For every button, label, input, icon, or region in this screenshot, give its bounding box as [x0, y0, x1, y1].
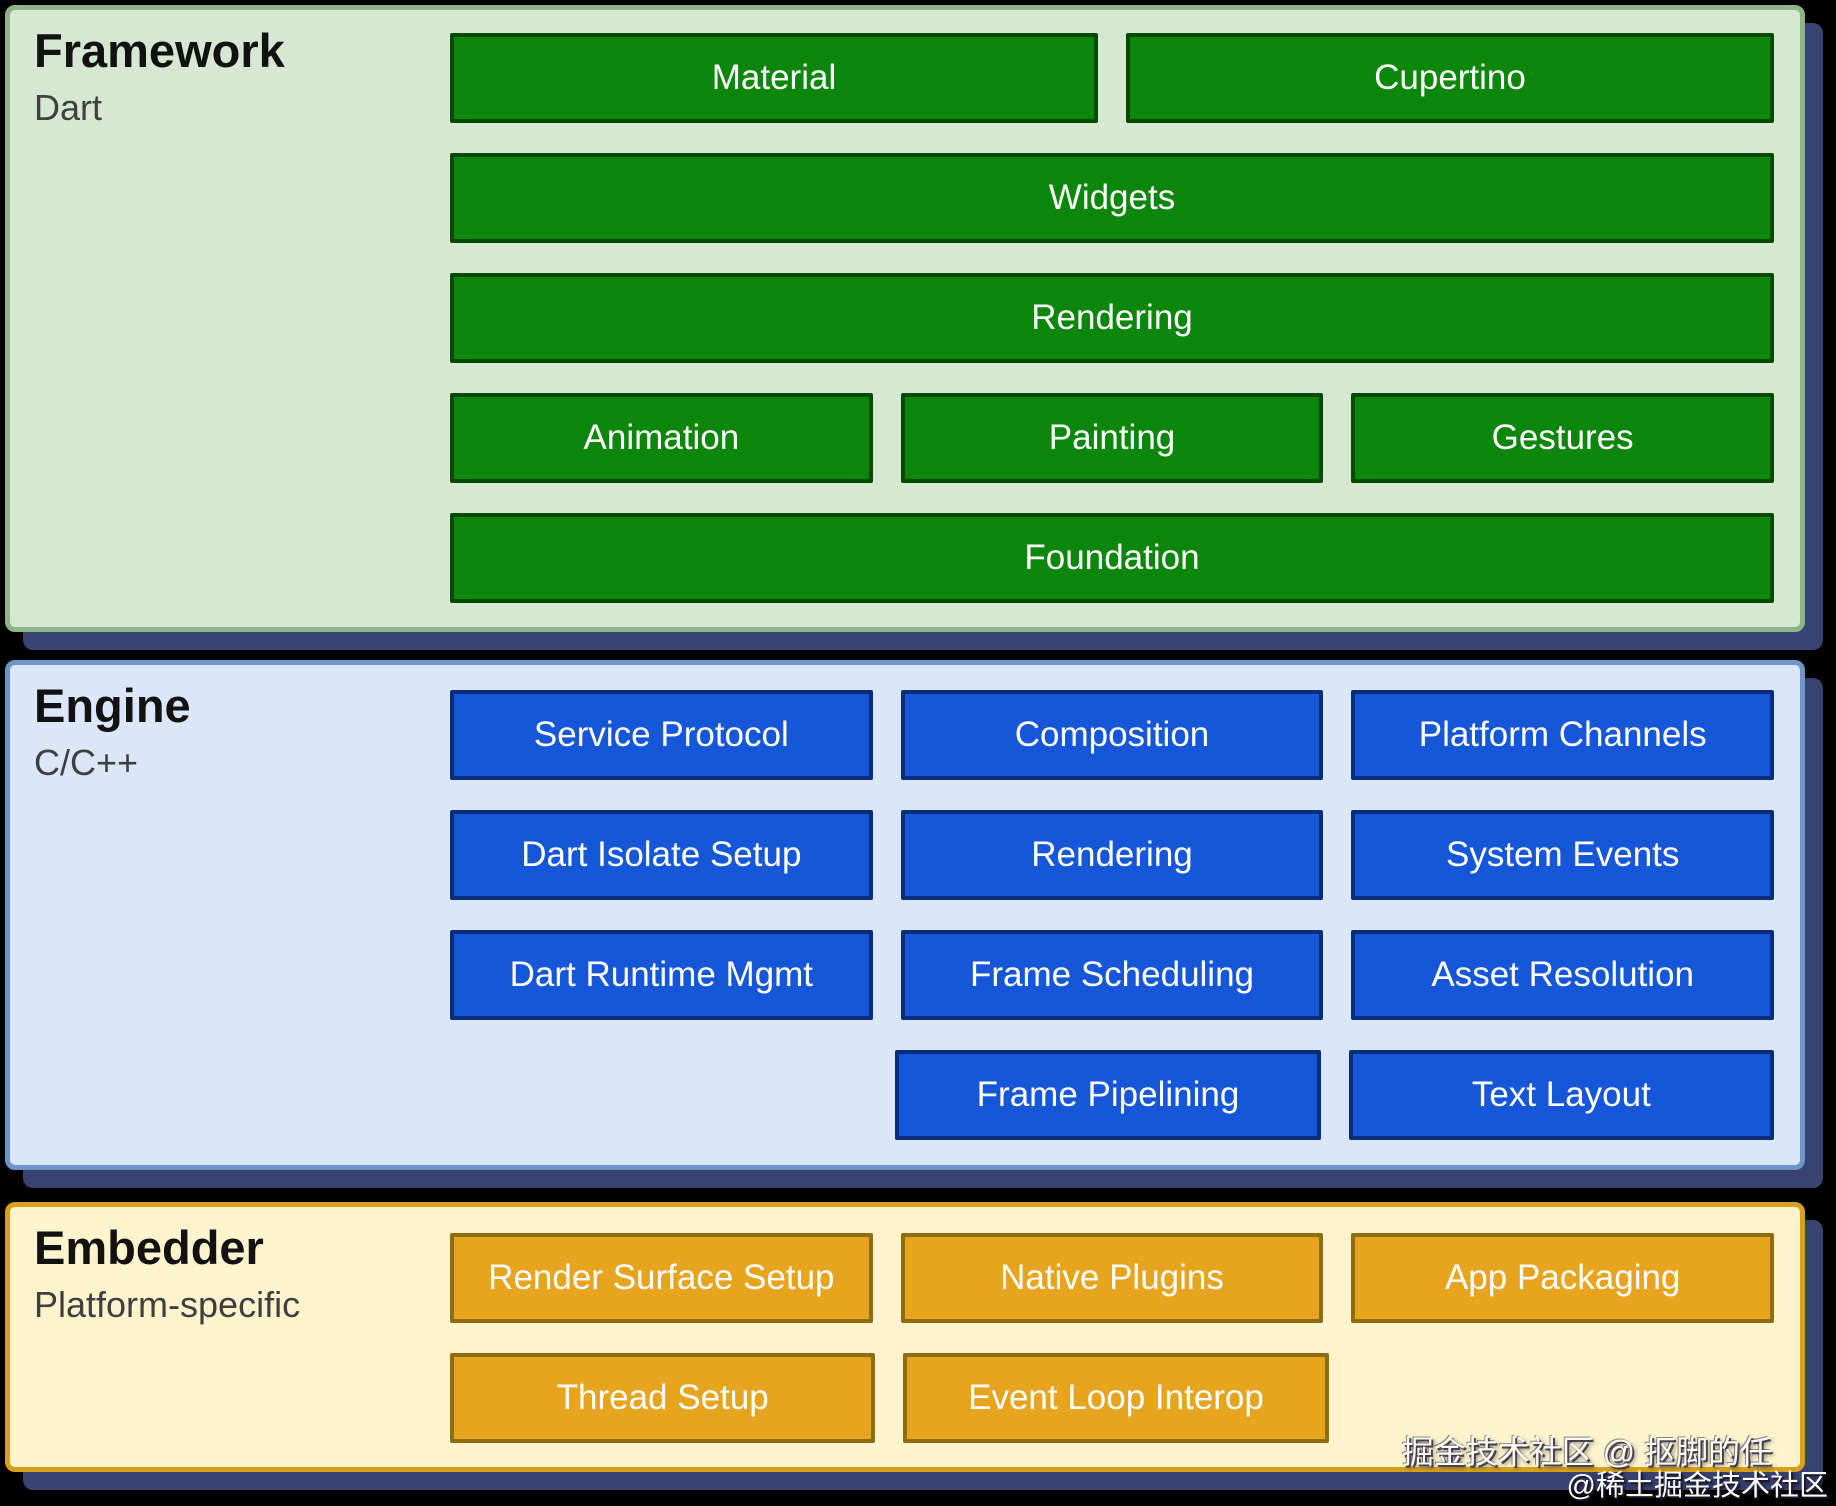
box-row: Rendering: [450, 273, 1774, 363]
box-row: Animation Painting Gestures: [450, 393, 1775, 483]
box-dart-runtime-mgmt: Dart Runtime Mgmt: [450, 930, 873, 1020]
framework-subtitle: Dart: [34, 87, 103, 129]
embedder-subtitle: Platform-specific: [34, 1284, 301, 1326]
engine-title: Engine: [34, 679, 191, 732]
box-material: Material: [450, 33, 1098, 123]
box-native-plugins: Native Plugins: [900, 1233, 1324, 1323]
engine-subtitle: C/C++: [34, 742, 139, 784]
box-platform-channels: Platform Channels: [1351, 690, 1775, 780]
box-gestures: Gestures: [1351, 393, 1775, 483]
watermark-community-author: 掘金技术社区 @ 抠脚的任: [1401, 1434, 1772, 1470]
box-row: Widgets: [450, 153, 1774, 243]
box-dart-isolate-setup: Dart Isolate Setup: [450, 810, 873, 900]
box-foundation: Foundation: [450, 513, 1774, 603]
framework-title: Framework: [34, 24, 285, 77]
box-rendering: Rendering: [450, 273, 1774, 363]
box-frame-scheduling: Frame Scheduling: [900, 930, 1324, 1020]
box-widgets: Widgets: [450, 153, 1774, 243]
box-row: Render Surface Setup Native Plugins App Pa…: [450, 1233, 1775, 1323]
boxes: Service Protocol Composition Platform Chan…: [450, 665, 1800, 1165]
embedder-title: Embedder: [34, 1221, 264, 1274]
box-system-events: System Events: [1351, 810, 1775, 900]
box-app-packaging: App Packaging: [1351, 1233, 1775, 1323]
box-thread-setup: Thread Setup: [450, 1353, 876, 1443]
box-asset-resolution: Asset Resolution: [1351, 930, 1775, 1020]
box-painting: Painting: [900, 393, 1324, 483]
box-render-surface-setup: Render Surface Setup: [450, 1233, 873, 1323]
box-composition: Composition: [900, 690, 1324, 780]
box-rendering: Rendering: [900, 810, 1324, 900]
boxes: Render Surface Setup Native Plugins App Pa…: [450, 1207, 1800, 1467]
box-row: Dart Runtime Mgmt Frame Scheduling Asset R…: [450, 930, 1775, 1020]
box-row: Thread Setup Event Loop Interop: [450, 1353, 1774, 1443]
box-row: Frame Pipelining Text Layout: [450, 1050, 1774, 1140]
watermark-community: @稀土掘金技术社区: [1566, 1470, 1828, 1502]
box-row: Dart Isolate Setup Rendering System Events: [450, 810, 1775, 900]
box-row: Foundation: [450, 513, 1774, 603]
empty-slot: [450, 1050, 867, 1140]
embedder-label-column: Embedder Platform-specific: [10, 1207, 450, 1467]
box-frame-pipelining: Frame Pipelining: [895, 1050, 1321, 1140]
box-animation: Animation: [450, 393, 873, 483]
box-row: Service Protocol Composition Platform Chan…: [450, 690, 1775, 780]
framework-label-column: Framework Dart: [10, 10, 450, 627]
layer-embedder: Embedder Platform-specific Render Surfac…: [5, 1202, 1805, 1472]
box-service-protocol: Service Protocol: [450, 690, 873, 780]
layer-engine: Engine C/C++ Service Protocol Composition…: [5, 660, 1805, 1170]
box-row: Material Cupertino: [450, 33, 1774, 123]
engine-label-column: Engine C/C++: [10, 665, 450, 1165]
box-event-loop-interop: Event Loop Interop: [903, 1353, 1329, 1443]
box-text-layout: Text Layout: [1348, 1050, 1774, 1140]
box-cupertino: Cupertino: [1126, 33, 1774, 123]
